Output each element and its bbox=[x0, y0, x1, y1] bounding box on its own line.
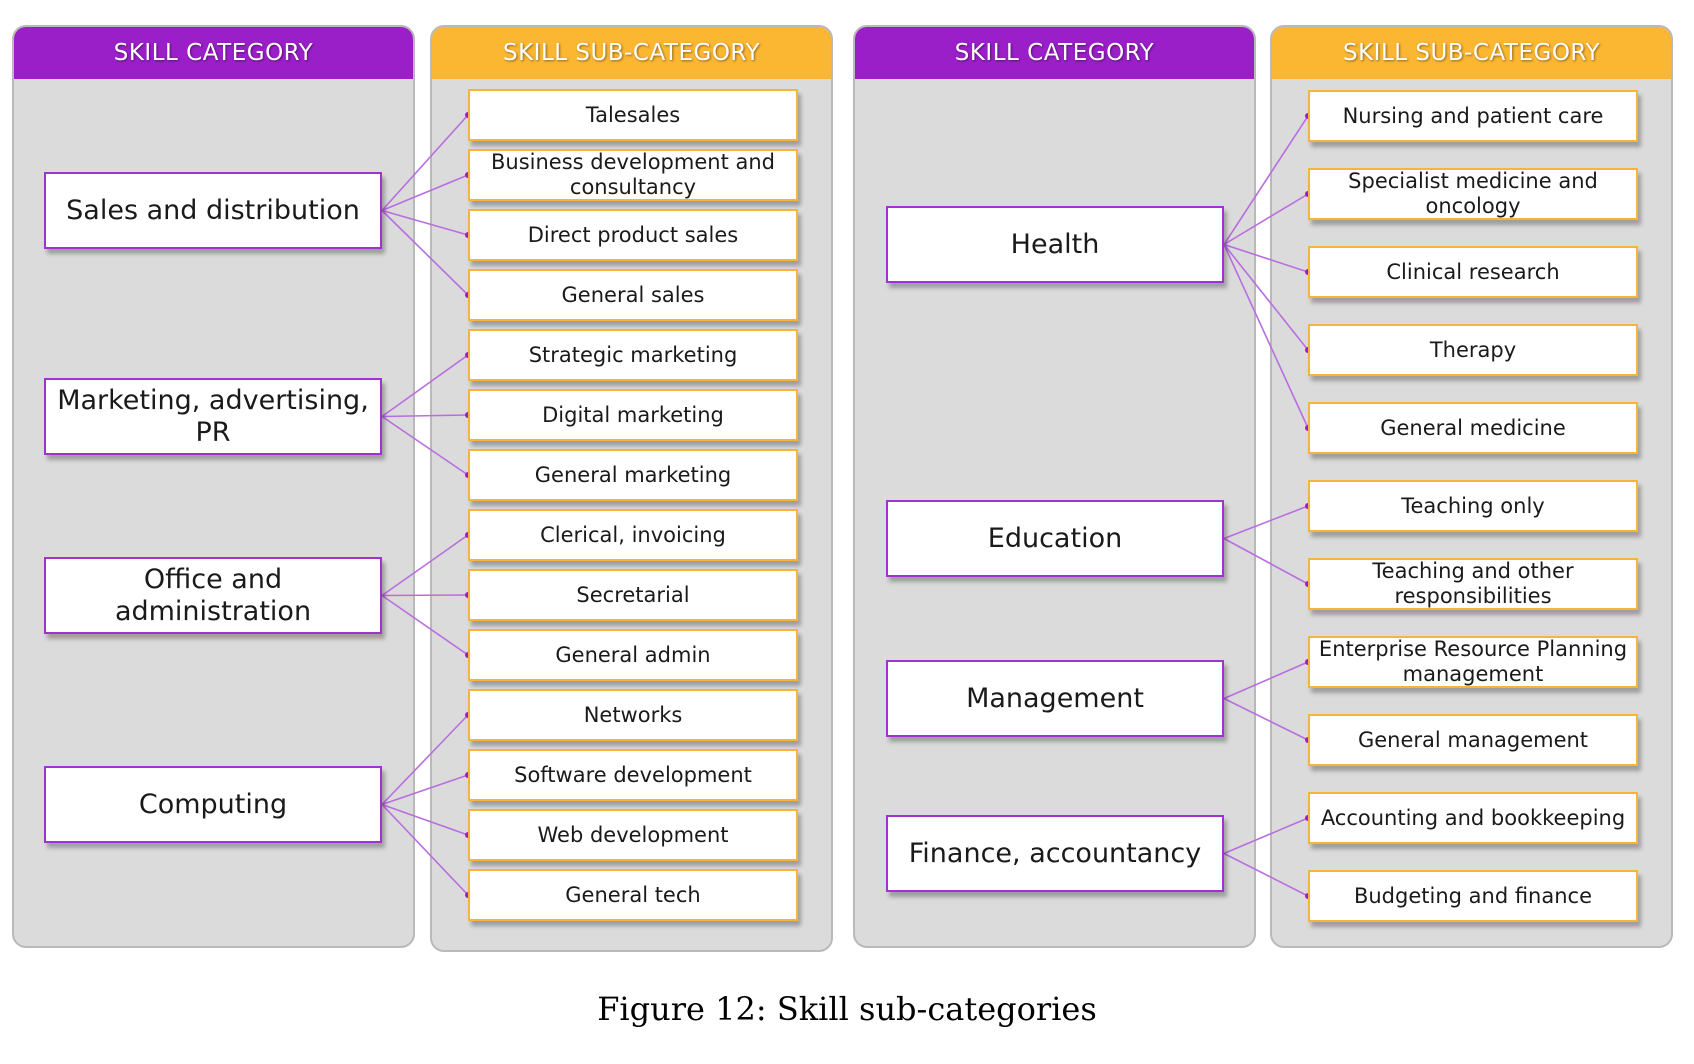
right-category-box: Health bbox=[886, 206, 1224, 283]
right-subcategory-box: General medicine bbox=[1308, 402, 1638, 454]
subcategory-label: General sales bbox=[561, 282, 705, 307]
subcategory-label: Talesales bbox=[585, 102, 681, 127]
left-subcategory-box: Direct product sales bbox=[468, 209, 798, 261]
category-label: Finance, accountancy bbox=[908, 837, 1202, 869]
connector-line bbox=[1223, 537, 1309, 585]
figure-caption: Figure 12: Skill sub-categories bbox=[597, 990, 1097, 1028]
right-subcategory-box: Accounting and bookkeeping bbox=[1308, 792, 1638, 844]
connector-line bbox=[381, 415, 469, 476]
subcategory-label: Networks bbox=[583, 702, 683, 727]
left-subcategory-box: Business development and consultancy bbox=[468, 149, 798, 201]
subcategory-label: Nursing and patient care bbox=[1342, 103, 1604, 128]
subcategory-label: Teaching and other responsibilities bbox=[1372, 559, 1574, 608]
left-category-box: Marketing, advertising, PR bbox=[44, 378, 382, 455]
subcategory-label: Strategic marketing bbox=[528, 342, 738, 367]
subcategory-label: Budgeting and finance bbox=[1353, 883, 1593, 908]
category-label: Health bbox=[1010, 228, 1100, 260]
connector-line bbox=[381, 714, 469, 806]
subcategory-label: General admin bbox=[555, 642, 711, 667]
connector-line bbox=[381, 803, 469, 836]
connector-line bbox=[381, 414, 469, 418]
connector-line bbox=[1223, 661, 1309, 700]
category-label: Management bbox=[966, 682, 1144, 714]
left-subcategory-box: Strategic marketing bbox=[468, 329, 798, 381]
right-subcategory-box: Clinical research bbox=[1308, 246, 1638, 298]
right-subcategory-header: SKILL SUB-CATEGORY bbox=[1272, 27, 1671, 79]
left-subcategory-box: General marketing bbox=[468, 449, 798, 501]
subcategory-label: Enterprise Resource Planning management bbox=[1318, 637, 1628, 686]
right-subcategory-box: Specialist medicine and oncology bbox=[1308, 168, 1638, 220]
subcategory-label: Therapy bbox=[1429, 337, 1517, 362]
subcategory-label: Software development bbox=[514, 762, 752, 787]
left-subcategory-box: Web development bbox=[468, 809, 798, 861]
right-subcategory-box: Teaching only bbox=[1308, 480, 1638, 532]
connector-line bbox=[381, 594, 469, 597]
connector-line bbox=[1223, 244, 1309, 351]
subcategory-label: Web development bbox=[537, 822, 729, 847]
left-subcategory-box: Software development bbox=[468, 749, 798, 801]
left-subcategory-box: Talesales bbox=[468, 89, 798, 141]
subcategory-label: Business development and consultancy bbox=[491, 150, 775, 199]
category-label: Sales and distribution bbox=[66, 194, 360, 226]
left-category-box: Sales and distribution bbox=[44, 172, 382, 249]
left-subcategory-box: Digital marketing bbox=[468, 389, 798, 441]
connector-line bbox=[381, 774, 469, 806]
connector-line bbox=[1223, 243, 1309, 273]
subcategory-label: Clinical research bbox=[1386, 259, 1560, 284]
subcategory-label: Teaching only bbox=[1401, 493, 1545, 518]
subcategory-label: Clerical, invoicing bbox=[540, 522, 726, 547]
connector-line bbox=[1223, 505, 1309, 540]
category-label: Education bbox=[987, 522, 1123, 554]
right-category-box: Education bbox=[886, 500, 1224, 577]
category-label: Marketing, advertising, PR bbox=[57, 384, 369, 448]
right-subcategory-box: Nursing and patient care bbox=[1308, 90, 1638, 142]
right-subcategory-box: Teaching and other responsibilities bbox=[1308, 558, 1638, 610]
left-category-box: Computing bbox=[44, 766, 382, 843]
left-subcategory-box: General admin bbox=[468, 629, 798, 681]
subcategory-label: Accounting and bookkeeping bbox=[1320, 805, 1626, 830]
right-subcategory-box: General management bbox=[1308, 714, 1638, 766]
connector-line bbox=[1223, 244, 1309, 429]
category-label: Office and administration bbox=[114, 563, 312, 627]
left-subcategory-header: SKILL SUB-CATEGORY bbox=[432, 27, 831, 79]
connector-line bbox=[381, 209, 469, 236]
left-subcategory-box: Secretarial bbox=[468, 569, 798, 621]
subcategory-label: General medicine bbox=[1380, 415, 1566, 440]
subcategory-label: General marketing bbox=[534, 462, 732, 487]
connector-line bbox=[1223, 115, 1309, 245]
right-subcategory-box: Therapy bbox=[1308, 324, 1638, 376]
connector-line bbox=[381, 354, 469, 418]
connector-line bbox=[381, 534, 469, 597]
connector-line bbox=[1223, 193, 1309, 246]
category-label: Computing bbox=[138, 788, 288, 820]
connector-line bbox=[381, 594, 469, 656]
left-category-box: Office and administration bbox=[44, 557, 382, 634]
subcategory-label: Direct product sales bbox=[527, 222, 739, 247]
left-subcategory-box: Clerical, invoicing bbox=[468, 509, 798, 561]
connector-line bbox=[1223, 697, 1309, 741]
connector-line bbox=[1223, 817, 1309, 855]
subcategory-label: General tech bbox=[565, 882, 701, 907]
right-category-box: Management bbox=[886, 660, 1224, 737]
left-category-header: SKILL CATEGORY bbox=[14, 27, 413, 79]
right-category-box: Finance, accountancy bbox=[886, 815, 1224, 892]
connector-line bbox=[1223, 852, 1309, 897]
left-subcategory-box: Networks bbox=[468, 689, 798, 741]
subcategory-label: General management bbox=[1357, 727, 1589, 752]
right-subcategory-box: Budgeting and finance bbox=[1308, 870, 1638, 922]
subcategory-label: Secretarial bbox=[576, 582, 690, 607]
connector-line bbox=[381, 174, 469, 212]
left-subcategory-box: General tech bbox=[468, 869, 798, 921]
right-category-panel: SKILL CATEGORY bbox=[853, 25, 1256, 948]
right-subcategory-box: Enterprise Resource Planning management bbox=[1308, 636, 1638, 688]
left-subcategory-box: General sales bbox=[468, 269, 798, 321]
connector-line bbox=[381, 209, 469, 296]
subcategory-label: Specialist medicine and oncology bbox=[1348, 169, 1598, 218]
right-category-header: SKILL CATEGORY bbox=[855, 27, 1254, 79]
subcategory-label: Digital marketing bbox=[542, 402, 724, 427]
connector-line bbox=[381, 803, 469, 896]
connector-line bbox=[381, 114, 469, 212]
